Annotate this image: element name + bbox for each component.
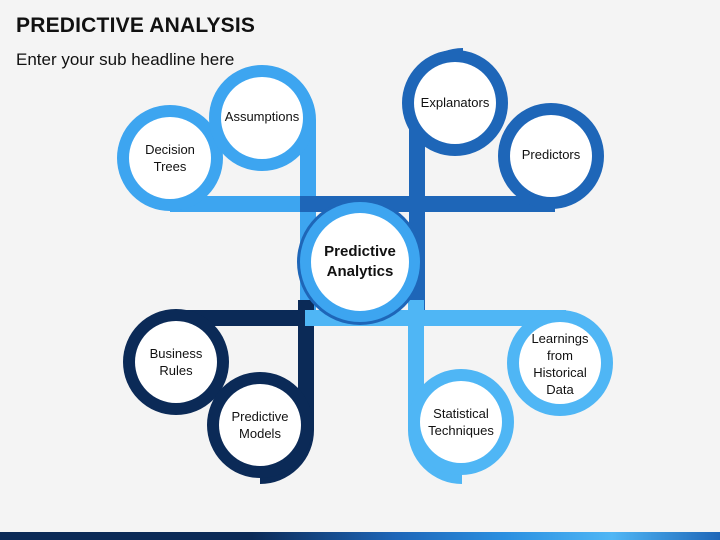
- node-predictive-models[interactable]: [207, 372, 313, 478]
- node-assumptions[interactable]: [209, 65, 315, 171]
- bottom-accent-bar: [0, 532, 720, 540]
- page-title: PREDICTIVE ANALYSIS: [16, 14, 256, 37]
- node-center[interactable]: [297, 199, 423, 325]
- node-statistical-techniques[interactable]: [408, 369, 514, 475]
- node-explanators[interactable]: [402, 50, 508, 156]
- page-subtitle: Enter your sub headline here: [16, 50, 235, 69]
- node-business-rules[interactable]: [123, 309, 229, 415]
- node-decision-trees[interactable]: [117, 105, 223, 211]
- node-predictors[interactable]: [498, 103, 604, 209]
- node-learnings[interactable]: [507, 310, 613, 416]
